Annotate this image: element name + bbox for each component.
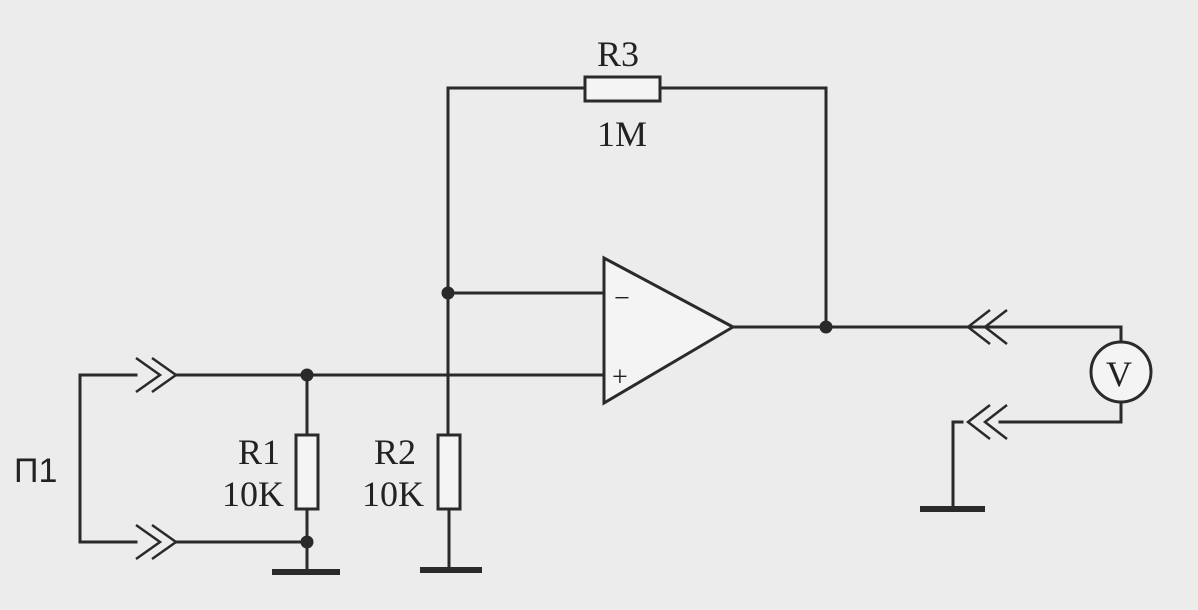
r2-value: 10K [362, 474, 424, 514]
voltmeter-bottom-wire [998, 400, 1123, 424]
resistor-r3 [583, 75, 662, 103]
voltmeter-symbol: V [1106, 354, 1132, 394]
feedback-wire [446, 86, 828, 329]
r1-label: R1 [238, 432, 280, 472]
junction-node-output [819, 320, 833, 334]
r3-value: 1M [597, 114, 647, 154]
resistor-r2 [436, 433, 462, 511]
r3-label: R3 [597, 34, 639, 74]
r2-label: R2 [374, 432, 416, 472]
input-connector-bottom-icon [135, 523, 179, 561]
ground-connector-icon [965, 404, 1008, 440]
output-connector-icon [965, 309, 1008, 345]
resistor-r1 [294, 433, 320, 511]
switch-p1-wire [78, 373, 138, 544]
input-connector-top-icon [135, 356, 179, 394]
switch-label: П1 [14, 452, 57, 490]
voltmeter-top-wire [998, 325, 1123, 347]
noninverting-input-sign: + [612, 362, 628, 393]
junction-node-inverting [441, 286, 455, 300]
meter-ground-wire [951, 420, 964, 511]
op-amp [602, 255, 737, 406]
r1-value: 10K [222, 474, 284, 514]
inverting-input-sign: − [614, 283, 630, 314]
